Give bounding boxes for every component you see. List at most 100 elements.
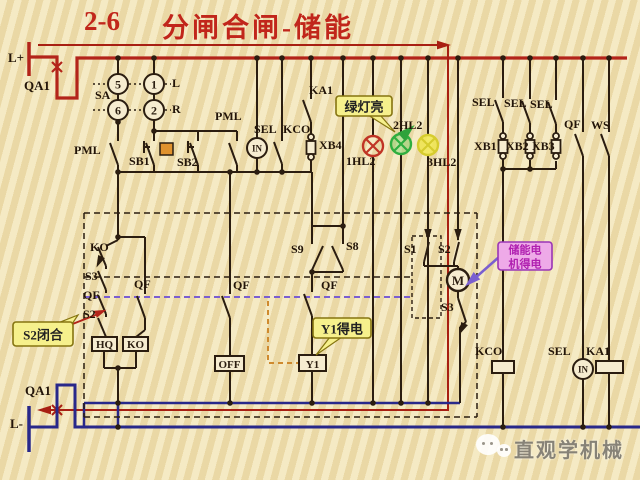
- watermark-text: 直观学机械: [514, 440, 624, 462]
- coil-Y1-label: Y1: [306, 359, 319, 371]
- wire-segment: [228, 142, 238, 166]
- callout-s2: [12, 321, 74, 347]
- component-label: QF: [134, 277, 151, 291]
- motor-callout-arrowhead: [465, 271, 481, 287]
- junction-dot: [425, 55, 431, 61]
- wechat-bubble-icon: [476, 434, 500, 455]
- wire-segment: [273, 141, 283, 165]
- wire-segment: [331, 245, 344, 271]
- component-label: QA1: [25, 383, 51, 398]
- current-path-return: [46, 45, 449, 411]
- junction-dot: [151, 128, 157, 134]
- lamp-1HL2: [361, 134, 385, 158]
- sa-contact-1: [143, 73, 165, 95]
- component-label: S1: [404, 242, 417, 256]
- component-label: L-: [10, 416, 23, 431]
- terminal-block: [159, 142, 174, 156]
- component-label: XB3: [532, 139, 555, 153]
- wire-segment: [423, 241, 430, 263]
- wire-segment: [600, 133, 610, 157]
- fuse-XB2: [526, 132, 534, 140]
- wire-segment: [136, 295, 146, 319]
- component-label: KA1: [586, 344, 610, 358]
- component-label: 2HL2: [393, 118, 422, 132]
- component-label: S8: [346, 239, 359, 253]
- s1-arrow: [424, 229, 432, 241]
- junction-dot: [398, 55, 404, 61]
- component-label: R: [172, 102, 181, 116]
- wire-segment: [457, 297, 467, 323]
- coil-OFF-label: OFF: [219, 359, 241, 371]
- component-label: PML: [74, 143, 101, 157]
- wire-segment: [311, 245, 324, 271]
- motor-label: M: [452, 273, 464, 288]
- fuse-XB4: [307, 133, 315, 141]
- wire-segment: [105, 239, 119, 247]
- callout-motor-text: 储能电: [509, 243, 542, 257]
- junction-dot: [500, 424, 506, 430]
- junction-dot: [279, 55, 285, 61]
- in-relay-label: IN: [252, 144, 263, 154]
- coil-KA1: [595, 360, 624, 374]
- fuse-XB1: [499, 152, 507, 160]
- coil-HQ: [91, 336, 118, 352]
- junction-dot: [340, 55, 346, 61]
- component-label: QF: [83, 288, 100, 302]
- in-relay-label: IN: [578, 365, 589, 375]
- fuse-XB3: [552, 132, 560, 140]
- junction-dot: [254, 55, 260, 61]
- component-label: QA1: [24, 78, 50, 93]
- coil-OFF: [214, 355, 245, 372]
- component-label: SA: [95, 88, 111, 102]
- wire-segment: [97, 246, 107, 267]
- wire-segment: [521, 100, 531, 124]
- watermark: 直观学机械: [470, 430, 640, 464]
- component-label: SEL: [504, 96, 527, 110]
- callout-y1-text: Y1得电: [321, 322, 363, 337]
- wire-segment: [547, 101, 557, 125]
- s3-arrow: [459, 321, 468, 335]
- positive-bus: [29, 55, 627, 100]
- junction-dot: [606, 55, 612, 61]
- component-label: S2: [83, 307, 96, 321]
- component-label: XB1: [474, 139, 497, 153]
- component-label: S3: [441, 300, 454, 314]
- component-label: KCO: [475, 344, 502, 358]
- ko-arrow: [96, 254, 105, 268]
- component-label: QF: [564, 117, 581, 131]
- component-label: PML: [215, 109, 242, 123]
- lamp-3HL2: [420, 137, 436, 153]
- junction-dot: [340, 223, 346, 229]
- coil-HQ-label: HQ: [96, 339, 114, 351]
- sa-contact-number: 5: [115, 78, 121, 92]
- component-label: KA1: [309, 83, 333, 97]
- component-label: L+: [8, 50, 24, 65]
- wire-segment: [97, 270, 107, 291]
- junction-dot: [455, 55, 461, 61]
- wire-segment: [109, 142, 119, 166]
- s2-callout-arrow-shaft: [69, 313, 99, 326]
- callout-s2-text: S2闭合: [23, 328, 64, 343]
- component-label: SEL: [254, 122, 277, 136]
- junction-dot: [115, 169, 121, 175]
- title-number: 2-6: [84, 6, 120, 36]
- wechat-bubble-icon-small: [497, 444, 511, 457]
- component-label: SEL: [472, 95, 495, 109]
- page-title: 分闸合闸-储能: [162, 13, 354, 43]
- component-label: S3: [85, 269, 98, 283]
- component-label: QF: [233, 278, 250, 292]
- component-label: 1HL2: [346, 154, 375, 168]
- component-label: KO: [90, 240, 109, 254]
- junction-dot: [580, 55, 586, 61]
- wire-segment: [221, 295, 231, 319]
- fuse-XB4: [305, 140, 317, 155]
- junction-dot: [308, 55, 314, 61]
- negative-bus: [29, 383, 640, 429]
- callout-motor-text: 机得电: [509, 257, 542, 271]
- wire-segment: [453, 241, 460, 263]
- motor-callout-arrow-shaft: [473, 256, 500, 280]
- fuse-XB4: [307, 153, 315, 161]
- qa1-x-mark: [51, 61, 63, 73]
- callout-green-lamp: [335, 95, 393, 117]
- junction-dot: [115, 424, 121, 430]
